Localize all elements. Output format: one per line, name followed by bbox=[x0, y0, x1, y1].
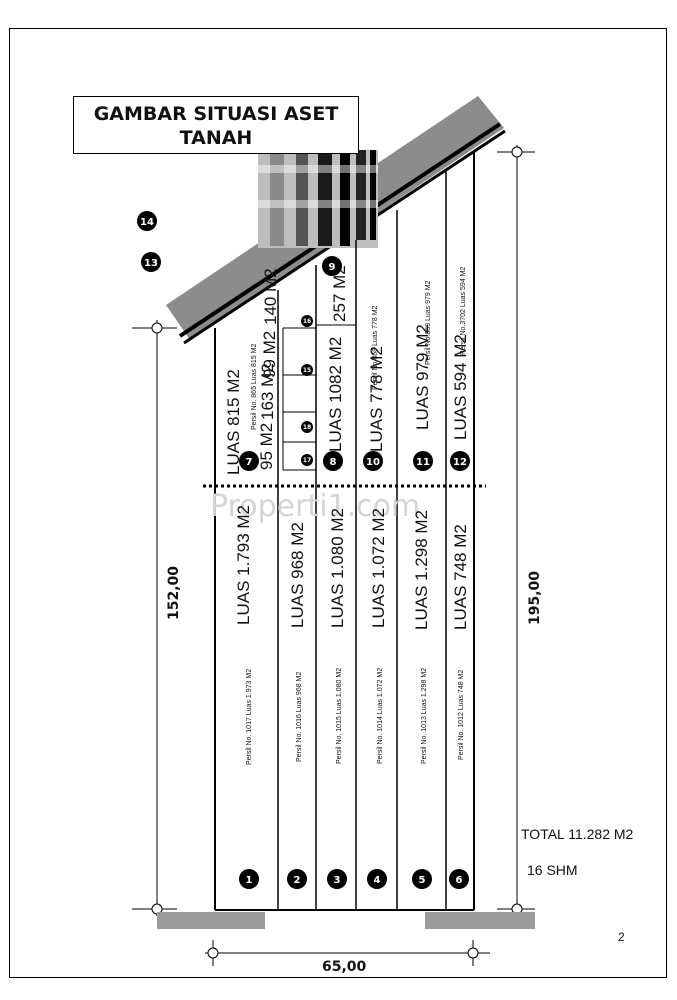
plot-10-persil: Persil No.868 Luas 778 M2 bbox=[372, 305, 379, 390]
plot-number-marker bbox=[363, 451, 383, 471]
plot-number-marker bbox=[301, 315, 313, 327]
dimension-bottom-label: 65,00 bbox=[322, 959, 367, 975]
plot-number-label: 13 bbox=[144, 258, 158, 269]
plot-9-area: 257 M2 bbox=[330, 265, 349, 322]
plot-number-label: 12 bbox=[453, 457, 467, 468]
plot-number-label: 10 bbox=[366, 457, 380, 468]
plot-5-persil: Persil No. 1013 Luas 1.298 M2 bbox=[421, 668, 428, 764]
watermark-text: Properti1.com bbox=[210, 489, 420, 524]
plot-11-area: LUAS 979 M2 bbox=[413, 324, 432, 430]
page-frame bbox=[9, 28, 667, 978]
plot-number-label: 3 bbox=[334, 875, 341, 886]
plot-number-marker bbox=[301, 454, 313, 466]
plot-7-persil: Persil No. 865 Luas 815 M2 bbox=[251, 344, 258, 430]
plot-7-area: LUAS 815 M2 bbox=[224, 369, 243, 475]
ground-bar-left bbox=[157, 912, 265, 929]
plot-number-marker bbox=[449, 869, 469, 889]
plot-number-label: 8 bbox=[330, 457, 337, 468]
plot-3-persil: Persil No. 1015 Luas 1.080 M2 bbox=[336, 668, 343, 764]
plot-1-area: LUAS 1.793 M2 bbox=[234, 505, 253, 625]
plot-number-marker bbox=[287, 869, 307, 889]
plot-number-label: 5 bbox=[419, 875, 426, 886]
small-plot-a-area: 163 M2 bbox=[258, 363, 277, 420]
plot-12-persil: Persil No.3702 Luas 594 M2 bbox=[460, 267, 467, 355]
small-plot-d-area: 95 M2 bbox=[257, 423, 276, 470]
plot-4-persil: Persil No. 1014 Luas 1.072 M2 bbox=[377, 668, 384, 764]
plot-5-area: LUAS 1.298 M2 bbox=[412, 510, 431, 630]
plot-number-marker bbox=[141, 252, 161, 272]
plot-4-area: LUAS 1.072 M2 bbox=[369, 508, 388, 628]
plot-2-area: LUAS 968 M2 bbox=[288, 522, 307, 628]
title-box: GAMBAR SITUASI ASET TANAH bbox=[73, 96, 359, 154]
dimension-right bbox=[497, 145, 535, 916]
redacted-area bbox=[258, 150, 378, 248]
plot-number-label: 14 bbox=[140, 217, 154, 228]
plot-number-marker bbox=[301, 421, 313, 433]
plot-number-marker bbox=[450, 451, 470, 471]
page-number: 2 bbox=[618, 930, 625, 944]
plot-outline bbox=[214, 152, 475, 911]
plot-number-label: 1 bbox=[246, 875, 253, 886]
plot-number-marker bbox=[239, 451, 259, 471]
plot-number-marker bbox=[239, 869, 259, 889]
total-area: TOTAL 11.282 M2 bbox=[521, 826, 634, 842]
plot-11-persil: Persil No.869 Luas 979 M2 bbox=[425, 280, 432, 365]
plot-12-area: LUAS 594 M2 bbox=[451, 334, 470, 440]
small-plot-b-area: 99 M2 bbox=[260, 331, 279, 378]
plot-number-marker bbox=[137, 211, 157, 231]
title-line-2: TANAH bbox=[179, 127, 253, 149]
dimension-left-label: 152,00 bbox=[166, 566, 182, 620]
plot-number-label: 6 bbox=[456, 875, 463, 886]
plot-number-label: 7 bbox=[246, 457, 253, 468]
title-line-1: GAMBAR SITUASI ASET bbox=[93, 103, 339, 125]
plot-number-marker bbox=[367, 869, 387, 889]
plot-number-marker bbox=[327, 869, 347, 889]
plot-number-label: 2 bbox=[294, 875, 301, 886]
plot-number-label: 9 bbox=[329, 262, 336, 273]
dimension-bottom bbox=[205, 940, 490, 966]
plot-number-marker bbox=[413, 451, 433, 471]
plot-3-area: LUAS 1.080 M2 bbox=[328, 508, 347, 628]
plot-8-area: LUAS 1082 M2 bbox=[326, 337, 345, 452]
plot-10-area: LUAS 778 M2 bbox=[367, 346, 386, 452]
plot-6-persil: Persil No. 1012 Luas 748 M2 bbox=[458, 670, 465, 760]
plot-number-marker bbox=[412, 869, 432, 889]
ground-bar-right bbox=[425, 912, 535, 929]
dimension-right-label: 195,00 bbox=[527, 571, 543, 625]
small-plot-c-area: 140 M2 bbox=[261, 268, 280, 325]
plot-number-label: 4 bbox=[374, 875, 381, 886]
plot-6-area: LUAS 748 M2 bbox=[451, 524, 470, 630]
plot-number-label: 17 bbox=[303, 457, 311, 464]
plot-number-marker bbox=[301, 364, 313, 376]
plot-number-label: 16 bbox=[303, 318, 311, 325]
plot-number-label: 11 bbox=[416, 457, 430, 468]
plot-number-label: 18 bbox=[303, 424, 311, 431]
plot-number-marker bbox=[322, 256, 342, 276]
shm-count: 16 SHM bbox=[527, 862, 578, 878]
plot-2-persil: Persil No. 1016 Luas 968 M2 bbox=[296, 672, 303, 762]
plot-number-label: 15 bbox=[303, 367, 311, 374]
plot-1-persil: Persil No. 1017 Luas 1.973 M2 bbox=[246, 669, 253, 765]
plot-number-marker bbox=[323, 451, 343, 471]
